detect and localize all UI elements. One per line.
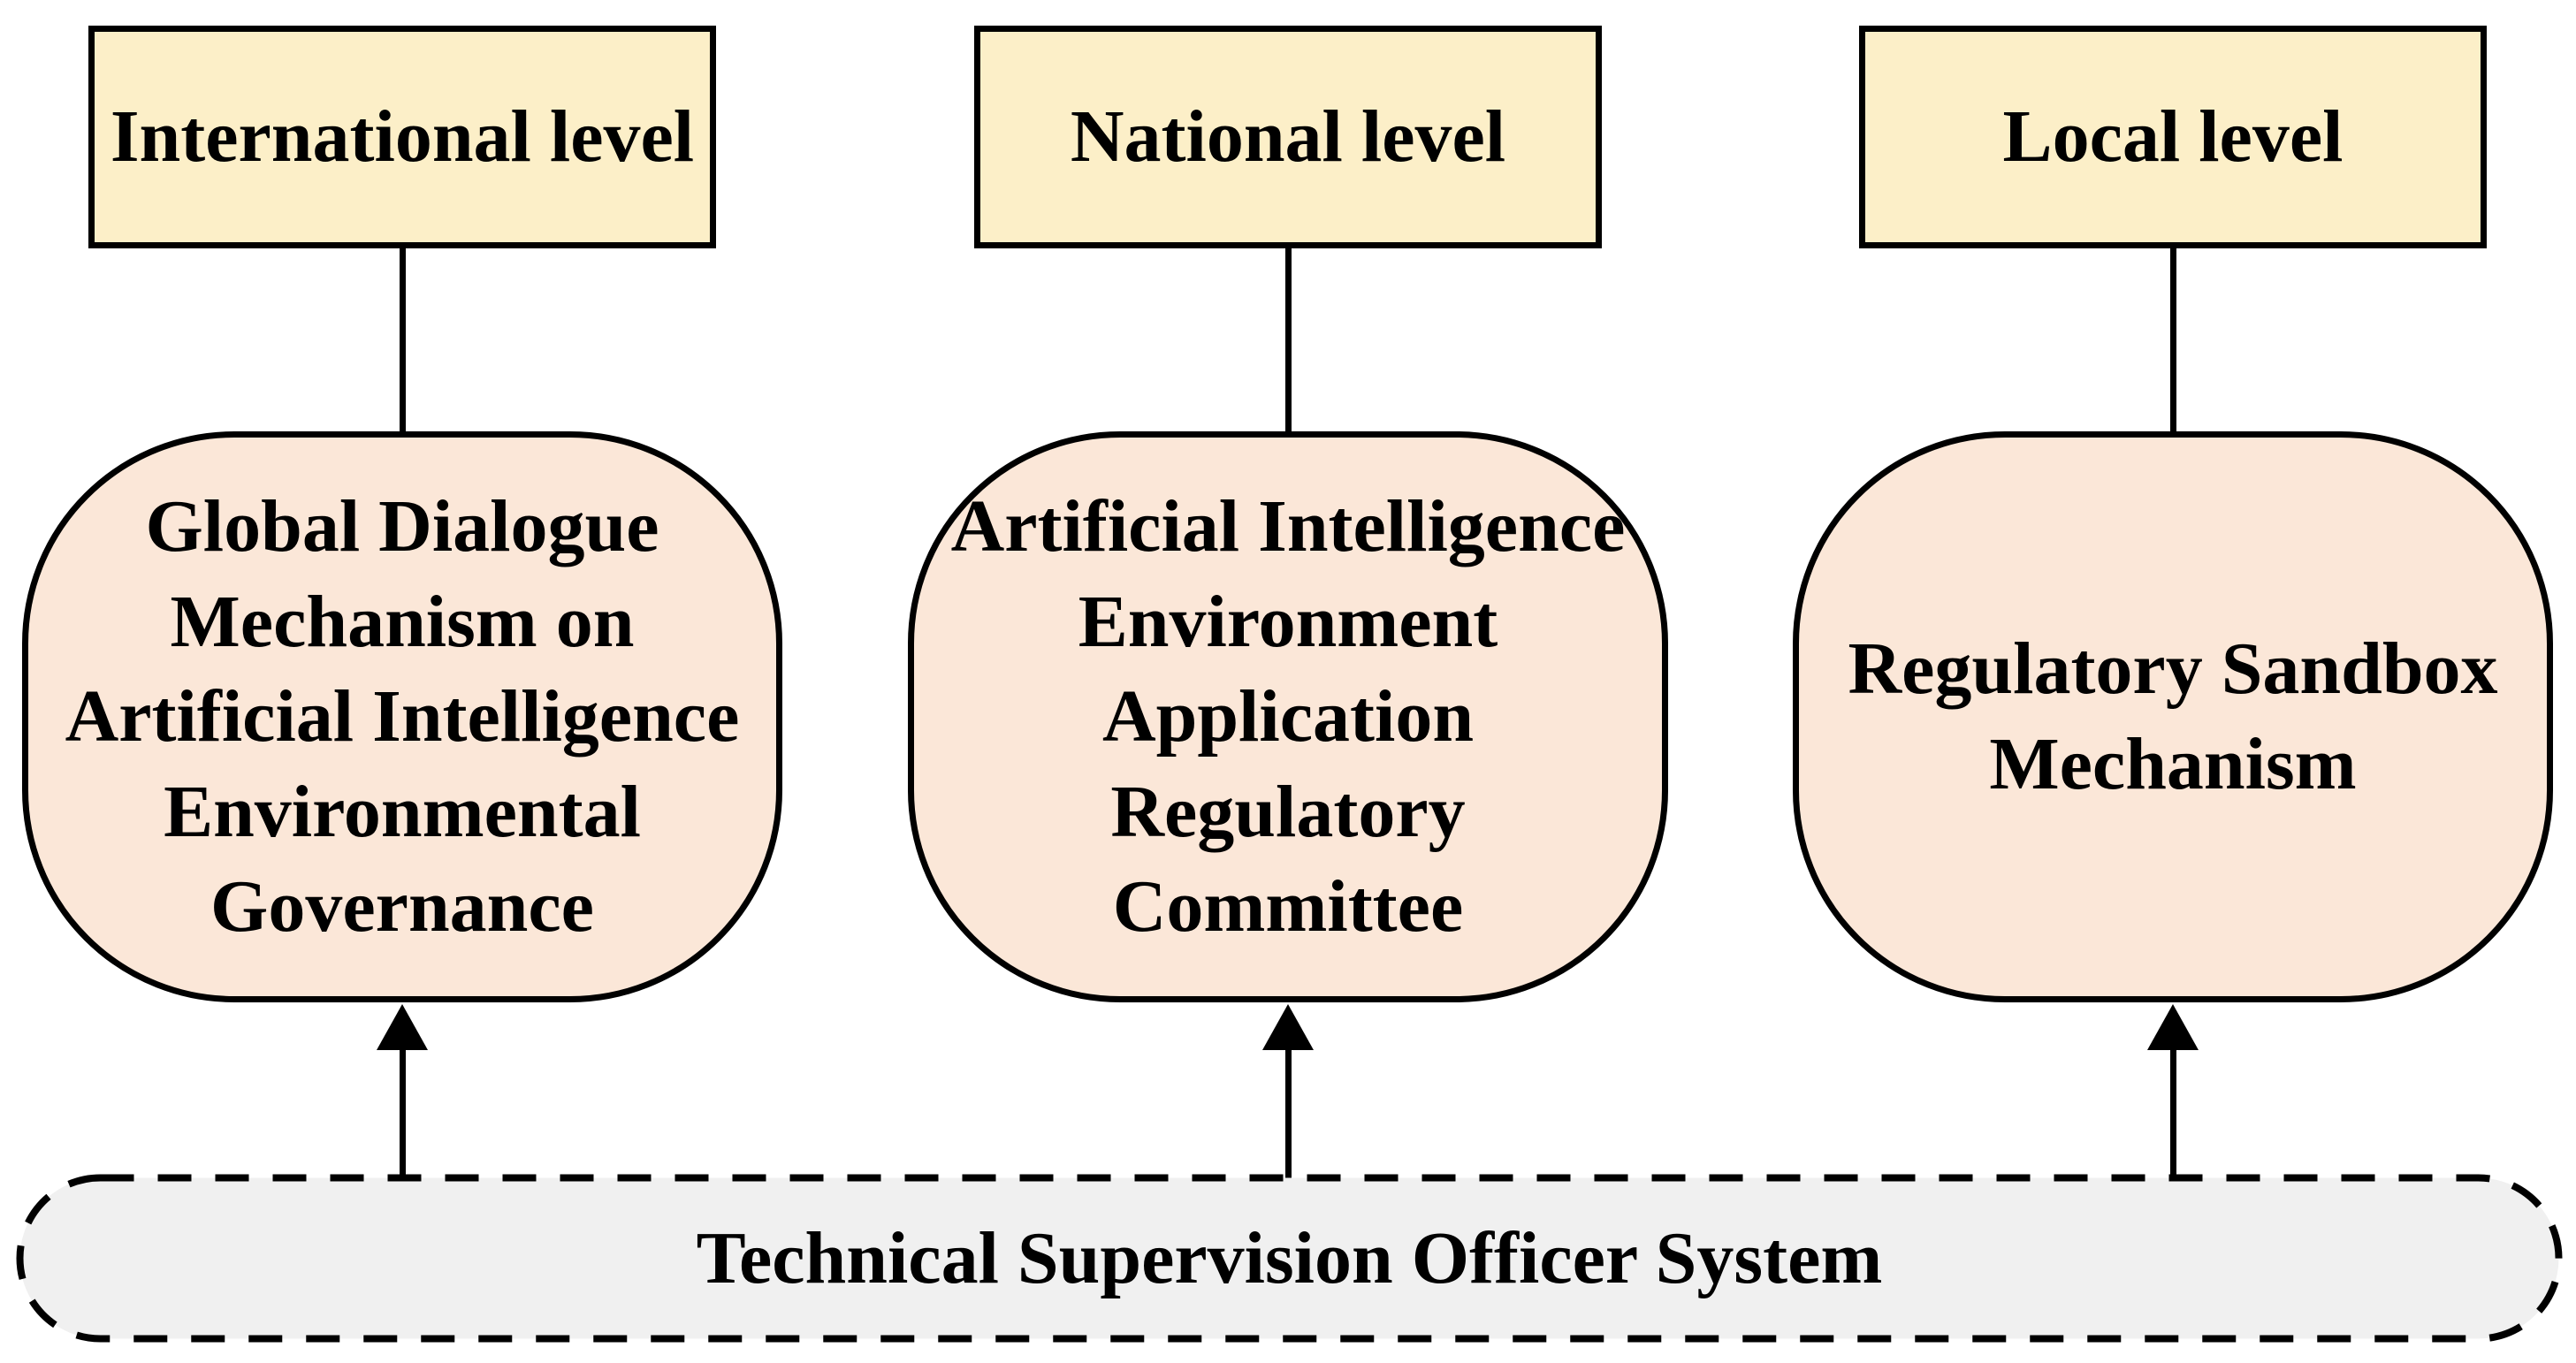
level-label-national: National level [1070,95,1506,178]
level-box-national: National level [974,26,1602,248]
mechanism-box-regulatory-committee: Artificial Intelligence Environment Appl… [908,431,1668,1002]
level-label-international: International level [110,95,695,178]
arrow-shaft [1284,1048,1292,1179]
arrow-head-icon [377,1004,428,1050]
arrow-shaft [2169,1048,2176,1179]
arrow-base-to-national [1262,1004,1314,1179]
level-box-local: Local level [1859,26,2487,248]
mechanism-box-regulatory-sandbox: Regulatory Sandbox Mechanism [1793,431,2553,1002]
connector-line-national [1285,247,1292,434]
mechanism-label-regulatory-committee: Artificial Intelligence Environment Appl… [950,485,1626,948]
level-label-local: Local level [2002,95,2344,178]
base-system-box: Technical Supervision Officer System [16,1174,2563,1343]
arrow-base-to-local [2147,1004,2199,1179]
arrow-shaft [399,1048,406,1179]
base-system-label: Technical Supervision Officer System [696,1217,1883,1299]
mechanism-box-global-dialogue: Global Dialogue Mechanism on Artificial … [22,431,782,1002]
dashed-stadium-outline [16,1174,2563,1343]
arrow-base-to-international [377,1004,428,1179]
level-box-international: International level [88,26,716,248]
connector-line-local [2170,247,2176,434]
mechanism-label-global-dialogue: Global Dialogue Mechanism on Artificial … [65,485,740,948]
mechanism-label-regulatory-sandbox: Regulatory Sandbox Mechanism [1848,628,2498,805]
connector-line-international [400,247,406,434]
arrow-head-icon [1262,1004,1314,1050]
arrow-head-icon [2147,1004,2199,1050]
